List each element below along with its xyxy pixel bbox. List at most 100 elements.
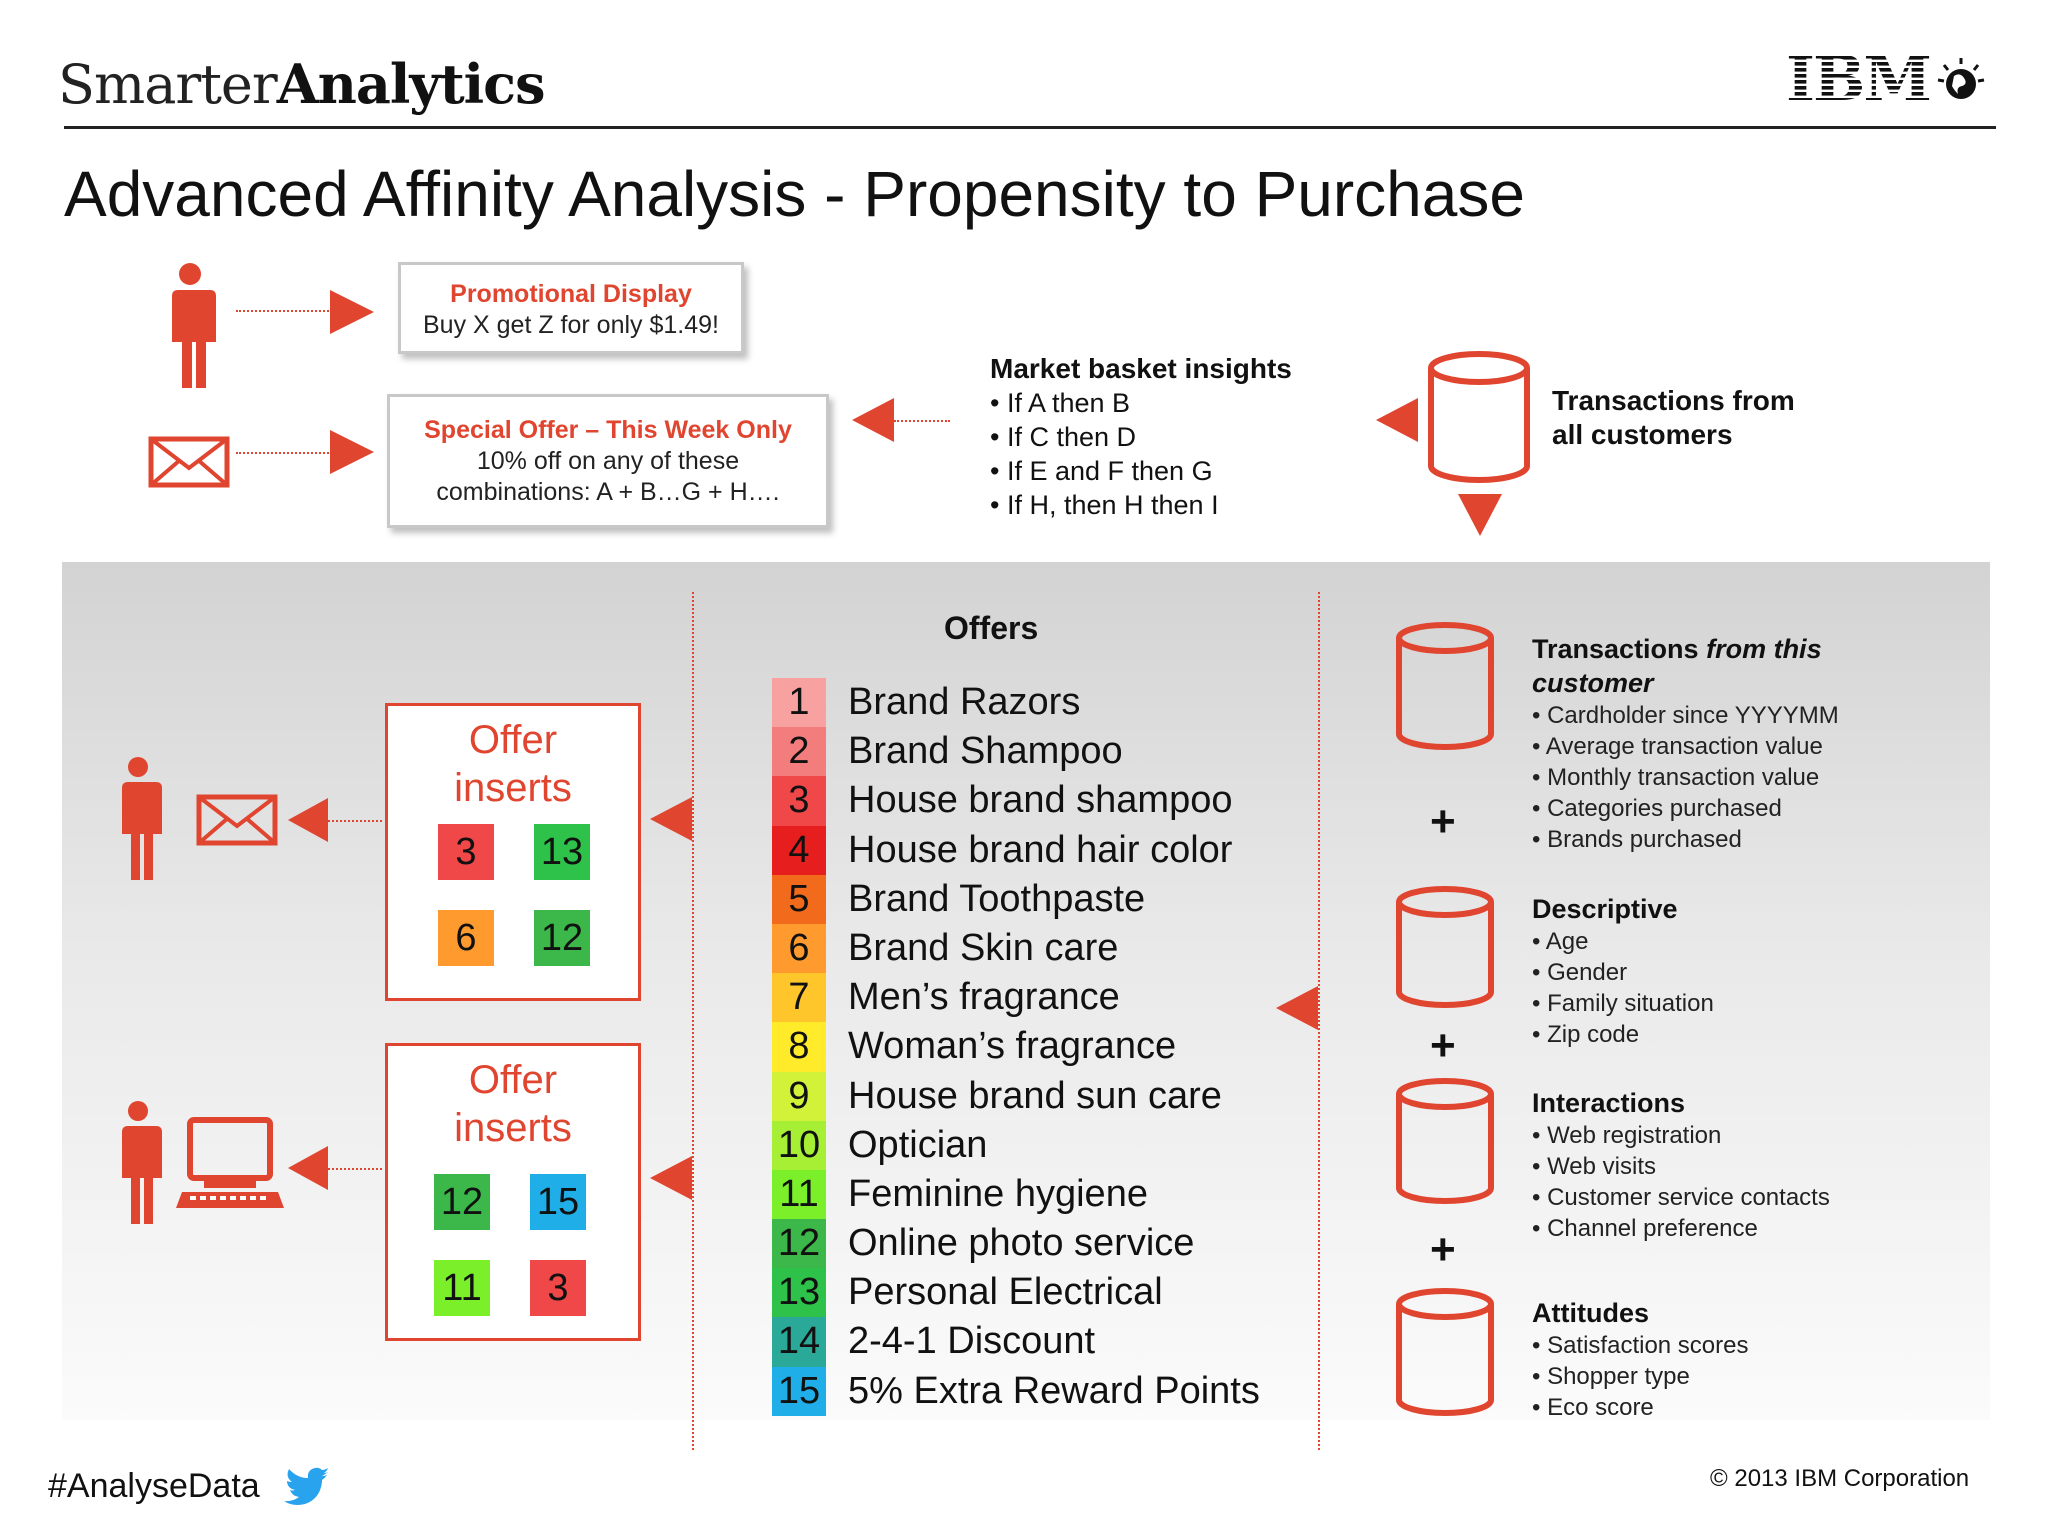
group-item: • Brands purchased — [1532, 826, 1742, 853]
offer-row: 15 5% Extra Reward Points — [772, 1366, 1312, 1416]
promo-title: Promotional Display — [450, 280, 692, 308]
group-title-italic: from this — [1706, 634, 1822, 664]
transactions-this-customer: Transactions from this customer • Cardhol… — [1532, 632, 1972, 855]
dotted-connector — [236, 452, 332, 454]
offer-number-badge: 3 — [772, 776, 826, 826]
arrow-right-icon — [330, 290, 374, 334]
offer-label: House brand sun care — [848, 1074, 1222, 1117]
arrow-left-icon — [650, 797, 692, 841]
group-items: • Age • Gender • Family situation • Zip … — [1532, 926, 1972, 1050]
arrow-left-icon — [1276, 986, 1318, 1030]
offer-chip: 13 — [534, 824, 590, 880]
descriptive-data: Descriptive • Age • Gender • Family situ… — [1532, 892, 1972, 1050]
arrow-left-icon — [1376, 398, 1418, 442]
market-basket-item: • If H, then H then I — [990, 490, 1219, 520]
offer-row: 9 House brand sun care — [772, 1071, 1312, 1121]
offer-row: 11 Feminine hygiene — [772, 1169, 1312, 1220]
offer-chip: 6 — [438, 910, 494, 966]
market-basket-title: Market basket insights — [990, 353, 1292, 384]
arrow-right-icon — [330, 430, 374, 474]
group-item: • Web registration — [1532, 1122, 1722, 1149]
group-title: Descriptive — [1532, 894, 1678, 924]
group-item: • Average transaction value — [1532, 733, 1823, 760]
offer-number-badge: 14 — [772, 1317, 826, 1367]
group-item: • Monthly transaction value — [1532, 764, 1820, 791]
offer-number-badge: 1 — [772, 678, 826, 728]
group-item: • Gender — [1532, 959, 1628, 986]
offer-label: Brand Toothpaste — [848, 877, 1146, 920]
smarter-analytics-logo: SmarterAnalytics — [58, 52, 546, 117]
plus-sign: + — [1430, 797, 1456, 846]
offer-number-badge: 13 — [772, 1268, 826, 1318]
offer-chip: 15 — [530, 1174, 586, 1230]
offer-inserts-title: Offer inserts — [454, 718, 572, 810]
database-icon — [1396, 1078, 1494, 1204]
group-item: • Family situation — [1532, 990, 1714, 1017]
market-basket-item: • If A then B — [990, 388, 1131, 418]
dotted-connector — [236, 310, 336, 312]
offer-label: 5% Extra Reward Points — [848, 1369, 1260, 1412]
market-basket-insights: Market basket insights • If A then B • I… — [990, 352, 1292, 522]
group-title-line2: customer — [1532, 668, 1654, 698]
database-icon — [1396, 622, 1494, 750]
group-items: • Web registration • Web visits • Custom… — [1532, 1120, 1972, 1244]
group-title-plain: Transactions — [1532, 634, 1707, 664]
offers-title: Offers — [944, 610, 1039, 646]
offer-label: Woman’s fragrance — [848, 1025, 1177, 1068]
offer-row: 14 2-4-1 Discount — [772, 1317, 1312, 1367]
offer-label: Online photo service — [848, 1222, 1195, 1265]
offer-label: Feminine hygiene — [848, 1172, 1148, 1215]
special-offer-callout: Special Offer – This Week Only 10% off o… — [387, 394, 829, 528]
offer-chip: 3 — [530, 1260, 586, 1316]
offer-number-badge: 9 — [772, 1071, 826, 1121]
group-title: Attitudes — [1532, 1298, 1649, 1328]
offer-chip: 11 — [434, 1260, 490, 1316]
analysis-panel — [62, 562, 1990, 1420]
brand-bold-text: Analytics — [276, 52, 546, 116]
ibm-logo-text: IBM — [1786, 50, 1930, 110]
offer-number-badge: 7 — [772, 973, 826, 1023]
offer-label: 2-4-1 Discount — [848, 1320, 1096, 1363]
special-offer-body-2: combinations: A + B…G + H…. — [436, 478, 780, 506]
globe-icon — [1937, 58, 1985, 99]
arrow-left-icon — [852, 398, 894, 442]
offer-number-badge: 15 — [772, 1366, 826, 1416]
group-item: • Satisfaction scores — [1532, 1332, 1749, 1359]
market-basket-item: • If E and F then G — [990, 456, 1213, 486]
page-title: Advanced Affinity Analysis - Propensity … — [64, 158, 1525, 230]
person-icon — [170, 263, 216, 388]
special-offer-title: Special Offer – This Week Only — [424, 416, 792, 444]
plus-sign: + — [1430, 1021, 1456, 1070]
offer-label: Brand Skin care — [848, 926, 1119, 969]
group-item: • Categories purchased — [1532, 795, 1782, 822]
transactions-all-line-2: all customers — [1552, 419, 1733, 450]
offer-inserts-box: Offer inserts 12 15 11 3 — [385, 1043, 641, 1341]
market-basket-list: • If A then B • If C then D • If E and F… — [990, 386, 1292, 522]
plus-sign: + — [1430, 1225, 1456, 1274]
group-title: Transactions from this customer — [1532, 632, 1972, 700]
computer-icon — [176, 1117, 284, 1208]
offer-row: 13 Personal Electrical — [772, 1268, 1312, 1318]
envelope-icon — [148, 436, 230, 488]
envelope-icon — [196, 794, 278, 846]
offer-number-badge: 11 — [772, 1169, 826, 1220]
group-item: • Cardholder since YYYYMM — [1532, 702, 1839, 729]
group-item: • Web visits — [1532, 1153, 1656, 1180]
group-items: • Cardholder since YYYYMM • Average tran… — [1532, 700, 1972, 855]
transactions-all-line-1: Transactions from — [1552, 385, 1795, 416]
arrow-down-icon — [1458, 494, 1502, 536]
offer-label: Optician — [848, 1123, 988, 1166]
hashtag-text: #AnalyseData — [48, 1467, 260, 1505]
group-item: • Eco score — [1532, 1394, 1654, 1421]
group-item: • Customer service contacts — [1532, 1184, 1830, 1211]
promo-body: Buy X get Z for only $1.49! — [423, 311, 719, 339]
offer-label: Personal Electrical — [848, 1271, 1163, 1314]
